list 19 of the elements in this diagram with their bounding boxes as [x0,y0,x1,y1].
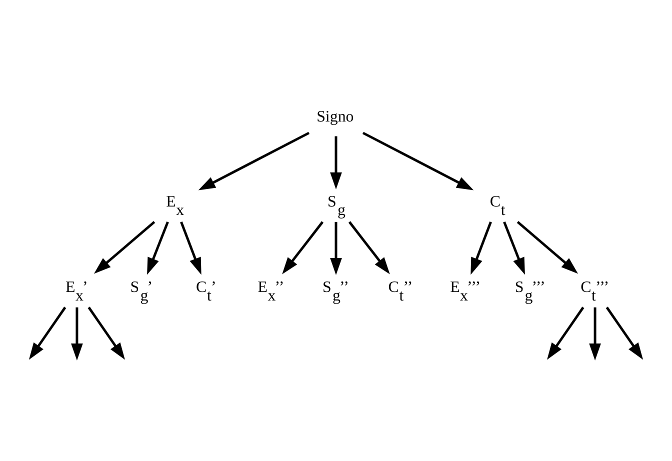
arrow [547,306,584,360]
node-text: Signo [316,108,354,126]
arrow [516,220,578,274]
arrow [88,306,125,360]
arrow [28,306,66,360]
arrow [198,132,310,190]
arrow [470,221,492,275]
arrow [71,307,83,360]
arrow [147,221,169,275]
arrow [282,221,324,274]
arrow [362,132,474,190]
arrow [503,221,525,275]
arrow [348,221,390,274]
arrow [606,306,644,360]
arrow [180,221,202,275]
arrow [330,136,342,190]
arrow [94,220,156,274]
arrow [589,307,601,360]
arrow [330,222,342,276]
